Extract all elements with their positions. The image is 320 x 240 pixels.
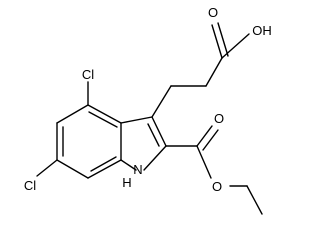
bond-c7-c7a-inner xyxy=(90,156,117,172)
indole-core-bonds xyxy=(56,104,167,179)
acid-carbonyl-oxygen-label: O xyxy=(208,5,218,20)
hydroxyl-label: OH xyxy=(252,23,272,38)
bond-c4-c5 xyxy=(56,104,89,124)
nh-nitrogen-label: N xyxy=(133,162,142,177)
bond-ester-c-o-carbonyl xyxy=(196,125,213,147)
bond-ch2-ch3 xyxy=(246,185,263,215)
bond-c2-n1 xyxy=(143,145,167,171)
bond-c3a-c3 xyxy=(120,116,153,124)
bond-c3-c2-inner xyxy=(147,123,160,147)
bond-c6-cl xyxy=(36,159,58,177)
nh-hydrogen-label: H xyxy=(122,175,131,190)
bond-acid-c-o xyxy=(211,24,223,59)
substituent-bonds xyxy=(36,22,263,215)
chlorine-label-top: Cl xyxy=(82,67,94,82)
bond-n1-c7a xyxy=(120,159,137,171)
chemical-structure: Cl Cl H N OH O O O xyxy=(24,5,272,215)
ester-carbonyl-oxygen-label: O xyxy=(214,111,224,126)
bond-c3a-c4-inner xyxy=(88,111,118,128)
bond-ch2-cooh xyxy=(205,57,223,87)
bond-ester-c-o-carbonyl-double xyxy=(202,129,219,151)
bond-acid-c-oh xyxy=(221,33,250,59)
bond-c7-c7a xyxy=(87,159,122,179)
ester-oxygen-label: O xyxy=(212,179,222,194)
bond-c3-ch2 xyxy=(151,85,172,118)
atom-labels: Cl Cl H N OH O O O xyxy=(24,5,272,194)
chlorine-label-left: Cl xyxy=(24,178,36,193)
bond-ester-c-o xyxy=(196,145,212,179)
bond-acid-c-o-double xyxy=(217,22,229,57)
bond-c3-c2 xyxy=(151,116,167,147)
bond-c3a-c4 xyxy=(87,104,122,124)
bond-c6-c7 xyxy=(56,159,89,179)
